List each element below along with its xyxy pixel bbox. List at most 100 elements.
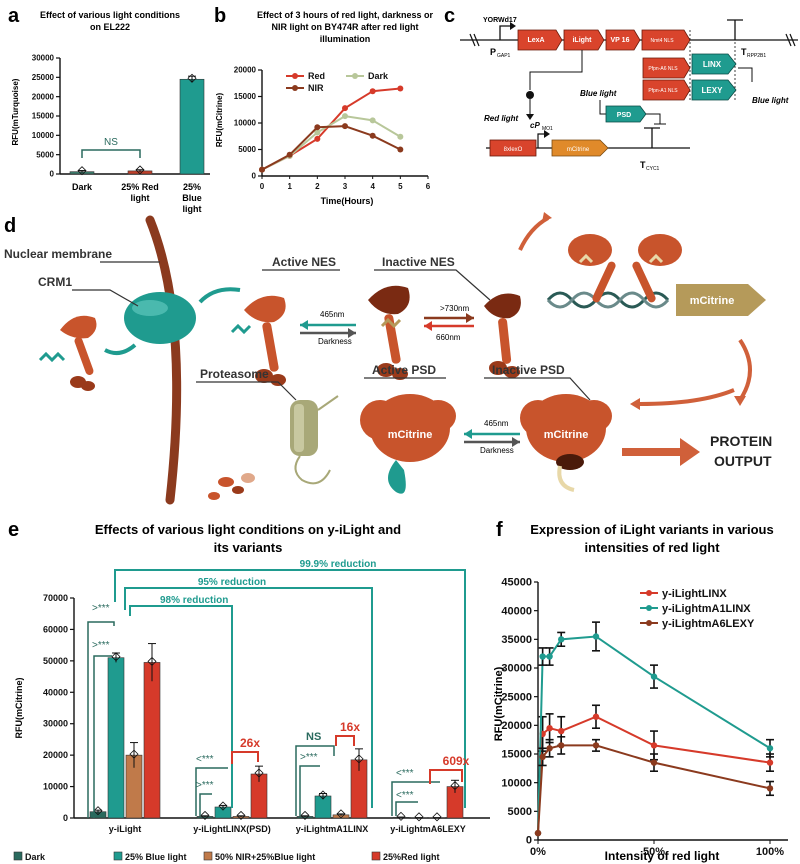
binding-arrow <box>198 287 241 304</box>
panel-f-point <box>546 745 553 752</box>
panel-e-point <box>432 812 442 822</box>
panel-e-x-tick-label: y-iLightLINX(PSD) <box>193 824 271 834</box>
gene-psd <box>605 105 647 123</box>
bracket-95-label: 95% reduction <box>198 577 266 588</box>
panel-a-xlabel-3c: light <box>183 204 202 214</box>
dimer-arrowhead <box>542 212 552 222</box>
g3-sig-a-bracket <box>295 745 335 816</box>
bracket-99 <box>114 569 466 808</box>
psd-dark-arrowhead <box>512 437 520 447</box>
panel-e-x-tick-label: y-iLightmA1LINX <box>296 824 369 834</box>
panel-f-y-tick-label: 25000 <box>501 691 532 703</box>
panel-e-point <box>111 652 121 662</box>
panel-b-point <box>314 135 321 142</box>
bracket-99-label: 99.9% reduction <box>300 559 377 570</box>
panel-b-point <box>342 105 348 112</box>
panel-f-y-tick-label: 5000 <box>508 806 532 818</box>
switch-465-arrowhead <box>300 320 308 330</box>
panel-b-legend-marker <box>352 73 358 79</box>
panel-b-y-tick-label: 10000 <box>234 119 257 128</box>
panel-b-y-tick-label: 5000 <box>238 145 256 154</box>
panel-b-xlabel: Time(Hours) <box>321 196 374 206</box>
panel-d: d Nuclear membrane CRM1 Active NES <box>4 212 772 505</box>
terminator-cyc-icon <box>644 127 660 148</box>
panel-b: b Effect of 3 hours of red light, darkne… <box>214 5 434 206</box>
return-arrow <box>639 388 735 406</box>
label-darkness-1: Darkness <box>318 337 352 346</box>
element-lexo <box>489 139 537 157</box>
promoter-cp-arrowhead <box>544 130 550 138</box>
panel-b-point <box>369 117 376 124</box>
panel-e-point <box>218 801 228 811</box>
label-linx: LINX <box>703 60 722 69</box>
panel-f-legend: y-iLightLINXy-iLightmA1LINXy-iLightmA6LE… <box>640 588 755 630</box>
panel-e-point <box>450 781 460 791</box>
panel-b-point <box>286 151 293 158</box>
panel-b-title-1: Effect of 3 hours of red light, darkness… <box>257 10 434 20</box>
panel-f-point <box>539 653 546 660</box>
g2-fold-label: 26x <box>240 736 260 750</box>
panel-e-y-tick-label: 70000 <box>43 593 68 603</box>
panel-b-legend-label: Red <box>308 71 325 81</box>
panel-f-y-tick-label: 15000 <box>501 749 532 761</box>
panel-e-point <box>300 810 310 820</box>
label-nuclear-membrane: Nuclear membrane <box>4 247 112 261</box>
panel-a-point <box>135 165 145 175</box>
bracket-95 <box>124 587 373 808</box>
label-tcyc-sub: CYC1 <box>646 166 660 172</box>
panel-b-point <box>397 146 404 153</box>
gene-vp16 <box>605 29 641 51</box>
panel-b-point <box>259 166 265 173</box>
panel-b-legend-marker <box>292 85 298 91</box>
g4-fold-bracket <box>429 769 463 784</box>
panel-f-x-tick-label: 0% <box>530 846 546 858</box>
label-lexy: LEXY <box>702 86 724 95</box>
panel-b-legend-marker <box>292 73 298 79</box>
panel-a-bar <box>179 78 205 175</box>
psd-terminator-icon <box>646 113 666 125</box>
panel-e-legend-swatch <box>371 851 381 861</box>
panel-f-legend-marker <box>646 620 652 626</box>
label-trpp: T <box>741 47 747 57</box>
panel-a-point <box>187 73 197 83</box>
panel-b-point <box>314 124 321 131</box>
panel-f-legend-marker <box>646 590 652 596</box>
panel-f: f Expression of iLight variants in vario… <box>493 519 788 863</box>
output-arrowhead <box>680 438 700 466</box>
panel-e-point <box>200 810 210 820</box>
backbone-break-left-2 <box>473 33 480 47</box>
promoter-arrowhead <box>510 22 516 30</box>
red-light-path <box>529 50 583 90</box>
panel-e-title-1: Effects of various light conditions on y… <box>95 522 401 537</box>
panel-b-x-tick-label: 0 <box>260 182 265 191</box>
g3-sig-b-label: >*** <box>300 752 318 763</box>
panel-a: a Effect of various light conditions on … <box>8 5 210 214</box>
proteasome-shape <box>290 395 339 485</box>
panel-b-title-2: NIR light on BY474R after red light <box>271 22 418 32</box>
inactive-psd-protein <box>520 394 612 492</box>
panel-f-point <box>534 829 542 837</box>
g3-sig-a-label: NS <box>306 731 321 743</box>
label-ilight: iLight <box>572 37 592 44</box>
switch-660-arrowhead <box>424 321 432 331</box>
dna-mcitrine-gene <box>676 284 766 316</box>
panel-b-y-tick-label: 0 <box>252 172 257 181</box>
panel-a-point <box>77 166 87 176</box>
panel-e-point <box>354 754 364 764</box>
panel-f-point <box>766 785 774 792</box>
label-mpm-a6: Pfpn-A6 NLS <box>648 66 678 72</box>
panel-a-ylabel: RFU(mTurquoise) <box>11 78 20 145</box>
label-active-psd: Active PSD <box>372 363 436 377</box>
g2-fold-bracket <box>231 751 259 764</box>
panel-b-x-tick-label: 5 <box>398 182 403 191</box>
promoter-gap1-arrow <box>499 25 512 40</box>
label-inactive-nes: Inactive NES <box>382 255 455 269</box>
expression-arrowhead <box>734 396 746 406</box>
panel-f-y-tick-label: 0 <box>526 835 532 847</box>
panel-e-point <box>93 806 103 816</box>
label-darkness-2: Darkness <box>480 446 514 455</box>
label-dna-mcitrine: mCitrine <box>690 295 735 307</box>
active-psd-protein <box>360 394 456 494</box>
panel-e-point <box>336 809 346 819</box>
